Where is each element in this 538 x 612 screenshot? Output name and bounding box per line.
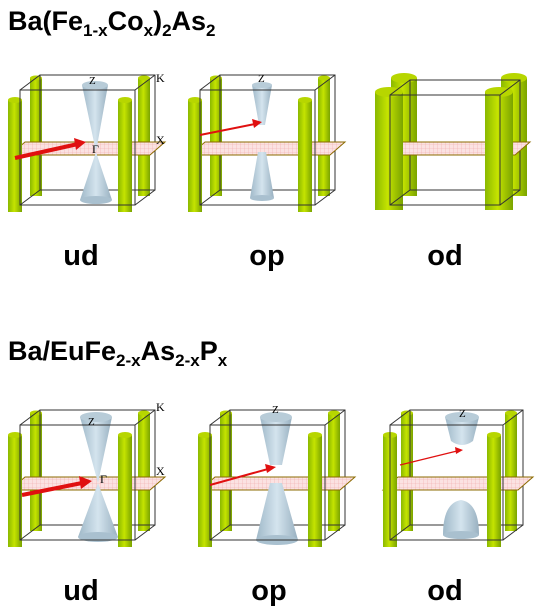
label-od-row1: od (427, 240, 463, 272)
z-label: Z (272, 404, 279, 416)
label-ud-row2: ud (63, 575, 99, 607)
z-label: Z (459, 408, 466, 420)
label-ud-row1: ud (63, 240, 99, 272)
x-label: X (156, 464, 165, 478)
x-label: X (156, 133, 165, 147)
z-label: Z (258, 73, 265, 85)
fermi-surface-op-row2: Z (198, 404, 357, 547)
label-od-row2: od (427, 575, 463, 607)
label-op-row2: op (251, 575, 287, 607)
z-label: Z (89, 75, 96, 87)
gamma-label: Γ (100, 472, 107, 486)
k-label: K (156, 400, 165, 414)
k-label: K (156, 71, 165, 85)
fermi-surface-od-row1 (375, 73, 532, 210)
fermi-surface-od-row2: Z (381, 408, 535, 547)
row2-title: Ba/EuFe2-xAs2-xPx (8, 336, 228, 370)
fermi-surface-op-row1: Z (188, 73, 347, 212)
fermi-surface-ud-row2: Z Γ K X (8, 400, 167, 547)
z-label: Z (88, 416, 95, 428)
gamma-label: Γ (92, 142, 99, 156)
label-op-row1: op (249, 240, 285, 272)
fermi-surface-ud-row1: Z Γ K X (8, 71, 167, 212)
row1-title: Ba(Fe1-xCox)2As2 (8, 6, 216, 40)
